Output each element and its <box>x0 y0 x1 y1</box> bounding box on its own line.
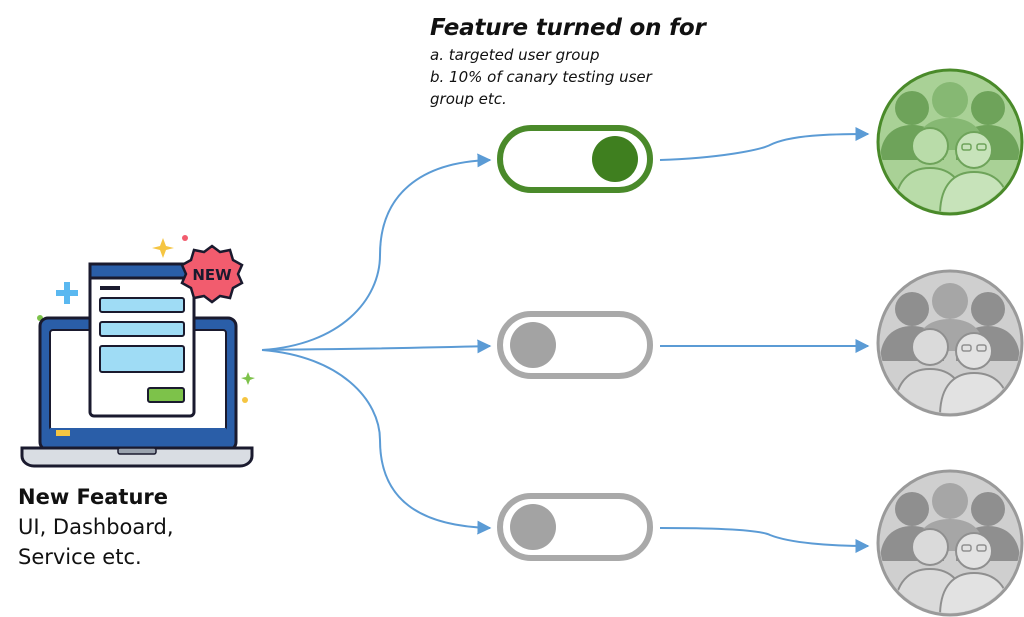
feature-targeting-note: Feature turned on for a. targeted user g… <box>430 12 730 110</box>
toggle-knob <box>510 322 556 368</box>
toggle-knob <box>592 136 638 182</box>
new-badge-label: NEW <box>192 266 232 284</box>
user-group-icon <box>876 68 1024 216</box>
note-line-b: b. 10% of canary testing user <box>430 68 652 86</box>
arrow-to-toggle-3 <box>261 349 492 535</box>
new-badge: NEW <box>180 244 244 304</box>
sparkle-small-icon <box>241 372 255 385</box>
laptop-new-feature-icon: NEW <box>20 235 255 468</box>
toggle-switch-1[interactable] <box>497 125 653 193</box>
arrow-to-group-1 <box>659 127 870 161</box>
plus-icon <box>56 282 78 304</box>
feature-line-1: UI, Dashboard, <box>18 515 174 539</box>
sparkle-dot-icon <box>182 235 188 241</box>
connector-arrows <box>261 127 870 553</box>
feature-title: New Feature <box>18 485 169 509</box>
note-line-b-cont: group etc. <box>430 90 507 108</box>
sparkle-icon <box>152 238 174 258</box>
sparkle-dot-icon <box>242 397 248 403</box>
note-line-a: a. targeted user group <box>430 46 600 64</box>
user-group-icon <box>876 469 1024 617</box>
new-feature-caption: New Feature UI, Dashboard, Service etc. <box>18 482 174 572</box>
arrow-to-toggle-2 <box>261 339 492 354</box>
arrow-to-group-3 <box>659 527 870 553</box>
toggle-knob <box>510 504 556 550</box>
toggle-switch-3[interactable] <box>497 493 653 561</box>
toggle-switch-2[interactable] <box>497 311 653 379</box>
user-group-icon <box>876 269 1024 417</box>
feature-line-2: Service etc. <box>18 545 142 569</box>
note-title: Feature turned on for <box>430 15 706 41</box>
arrow-to-toggle-1 <box>261 153 492 351</box>
